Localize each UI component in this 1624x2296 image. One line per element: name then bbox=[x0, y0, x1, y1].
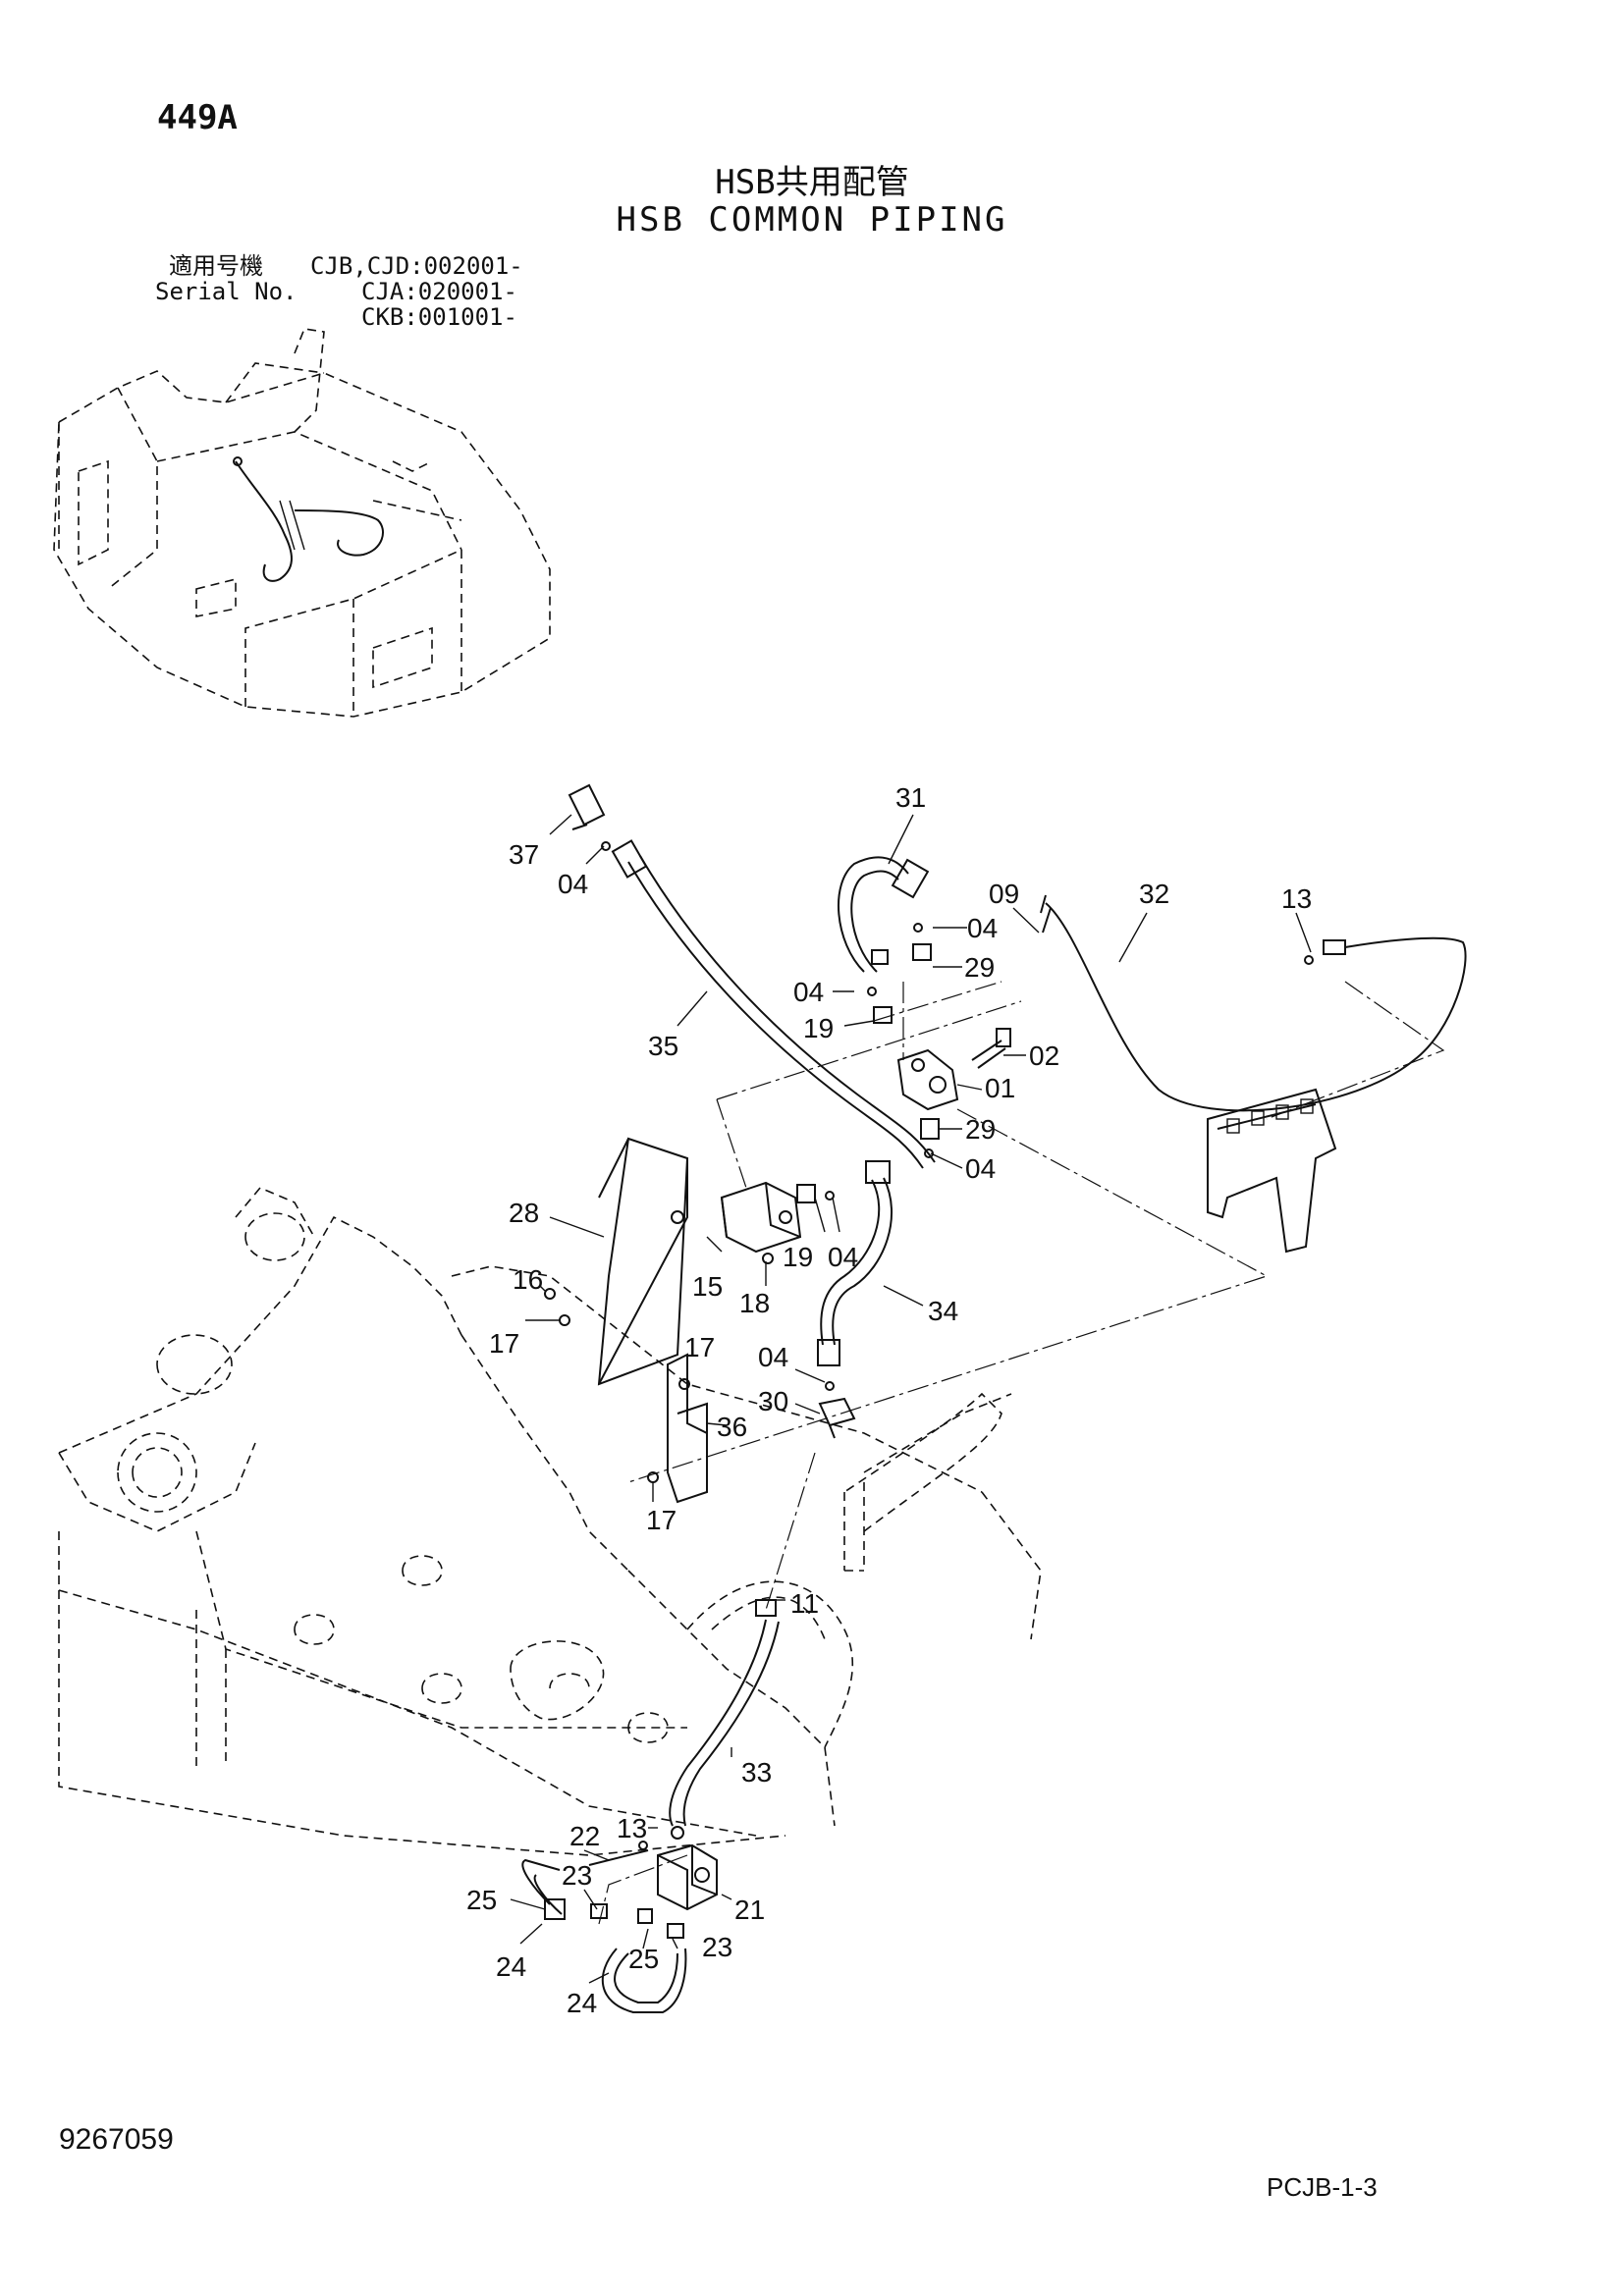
callout-24: 24 bbox=[496, 1951, 526, 1982]
callout-16: 16 bbox=[513, 1264, 543, 1295]
pipe-24-upper bbox=[521, 1858, 566, 1920]
callout-35: 35 bbox=[648, 1031, 678, 1061]
callout-25: 25 bbox=[466, 1885, 497, 1915]
callout-04: 04 bbox=[967, 913, 998, 943]
page-reference: PCJB-1-3 bbox=[1267, 2172, 1378, 2202]
callout-19: 19 bbox=[783, 1242, 813, 1272]
callout-23: 23 bbox=[702, 1932, 732, 1962]
document-number: 9267059 bbox=[59, 2123, 174, 2156]
serial-line-3: CKB:001001- bbox=[361, 303, 517, 331]
callout-04: 04 bbox=[793, 977, 824, 1007]
bracket-36 bbox=[667, 1353, 708, 1504]
small-parts bbox=[544, 783, 1314, 1939]
serial-label-en: Serial No. bbox=[155, 278, 298, 305]
bracket-28 bbox=[597, 1137, 689, 1386]
bolt-02 bbox=[971, 1028, 1011, 1069]
callout-33: 33 bbox=[741, 1757, 772, 1788]
callout-34: 34 bbox=[928, 1296, 958, 1326]
callout-30: 30 bbox=[758, 1386, 788, 1416]
fitting-01 bbox=[896, 1048, 959, 1111]
callout-24: 24 bbox=[567, 1988, 597, 2018]
callout-29: 29 bbox=[964, 952, 995, 983]
callout-04: 04 bbox=[558, 869, 588, 899]
page-code: 449A bbox=[157, 98, 238, 137]
callout-22: 22 bbox=[569, 1821, 600, 1851]
callout-04: 04 bbox=[828, 1242, 858, 1272]
callout-36: 36 bbox=[717, 1412, 747, 1442]
serial-line-2: CJA:020001- bbox=[361, 278, 517, 305]
callout-23: 23 bbox=[562, 1860, 592, 1891]
callout-28: 28 bbox=[509, 1198, 539, 1228]
callout-25: 25 bbox=[628, 1944, 659, 1974]
control-valve bbox=[1207, 1088, 1337, 1254]
leader-lines bbox=[510, 814, 1312, 1984]
callout-17: 17 bbox=[684, 1332, 715, 1362]
hose-31 bbox=[838, 856, 930, 973]
hose-33 bbox=[669, 1599, 780, 1827]
callout-29: 29 bbox=[965, 1114, 996, 1145]
callout-17: 17 bbox=[489, 1328, 519, 1359]
callout-32: 32 bbox=[1139, 879, 1169, 909]
callout-21: 21 bbox=[734, 1895, 765, 1925]
callout-11: 11 bbox=[790, 1588, 819, 1619]
callout-04: 04 bbox=[965, 1153, 996, 1184]
callout-09: 09 bbox=[989, 879, 1019, 909]
main-frame bbox=[58, 1187, 1042, 1856]
callout-13: 13 bbox=[617, 1813, 647, 1843]
callout-18: 18 bbox=[739, 1288, 770, 1318]
hose-32 bbox=[1040, 894, 1467, 1112]
callout-17: 17 bbox=[646, 1505, 677, 1535]
callout-01: 01 bbox=[985, 1073, 1015, 1103]
center-lines bbox=[598, 981, 1445, 1925]
callout-labels: 31 37 04 09 32 13 04 29 04 19 35 02 01 2… bbox=[466, 782, 1312, 2018]
pipe-24-lower bbox=[601, 1948, 687, 2013]
hose-35 bbox=[611, 839, 936, 1169]
callout-19: 19 bbox=[803, 1013, 834, 1043]
hose-34 bbox=[817, 1160, 893, 1366]
serial-label-jp: 適用号機 bbox=[169, 252, 263, 280]
callout-15: 15 bbox=[692, 1271, 723, 1302]
valve-21 bbox=[657, 1826, 718, 1911]
serial-line-1: CJB,CJD:002001- bbox=[310, 252, 523, 280]
title-english: HSB COMMON PIPING bbox=[616, 200, 1008, 240]
callout-13: 13 bbox=[1281, 883, 1312, 914]
callout-04: 04 bbox=[758, 1342, 788, 1372]
callout-37: 37 bbox=[509, 839, 539, 870]
title-japanese: HSB共用配管 bbox=[715, 163, 909, 202]
machine-overview bbox=[53, 328, 551, 718]
callout-31: 31 bbox=[895, 782, 926, 813]
valve-block-15 bbox=[720, 1181, 802, 1254]
callout-02: 02 bbox=[1029, 1041, 1059, 1071]
